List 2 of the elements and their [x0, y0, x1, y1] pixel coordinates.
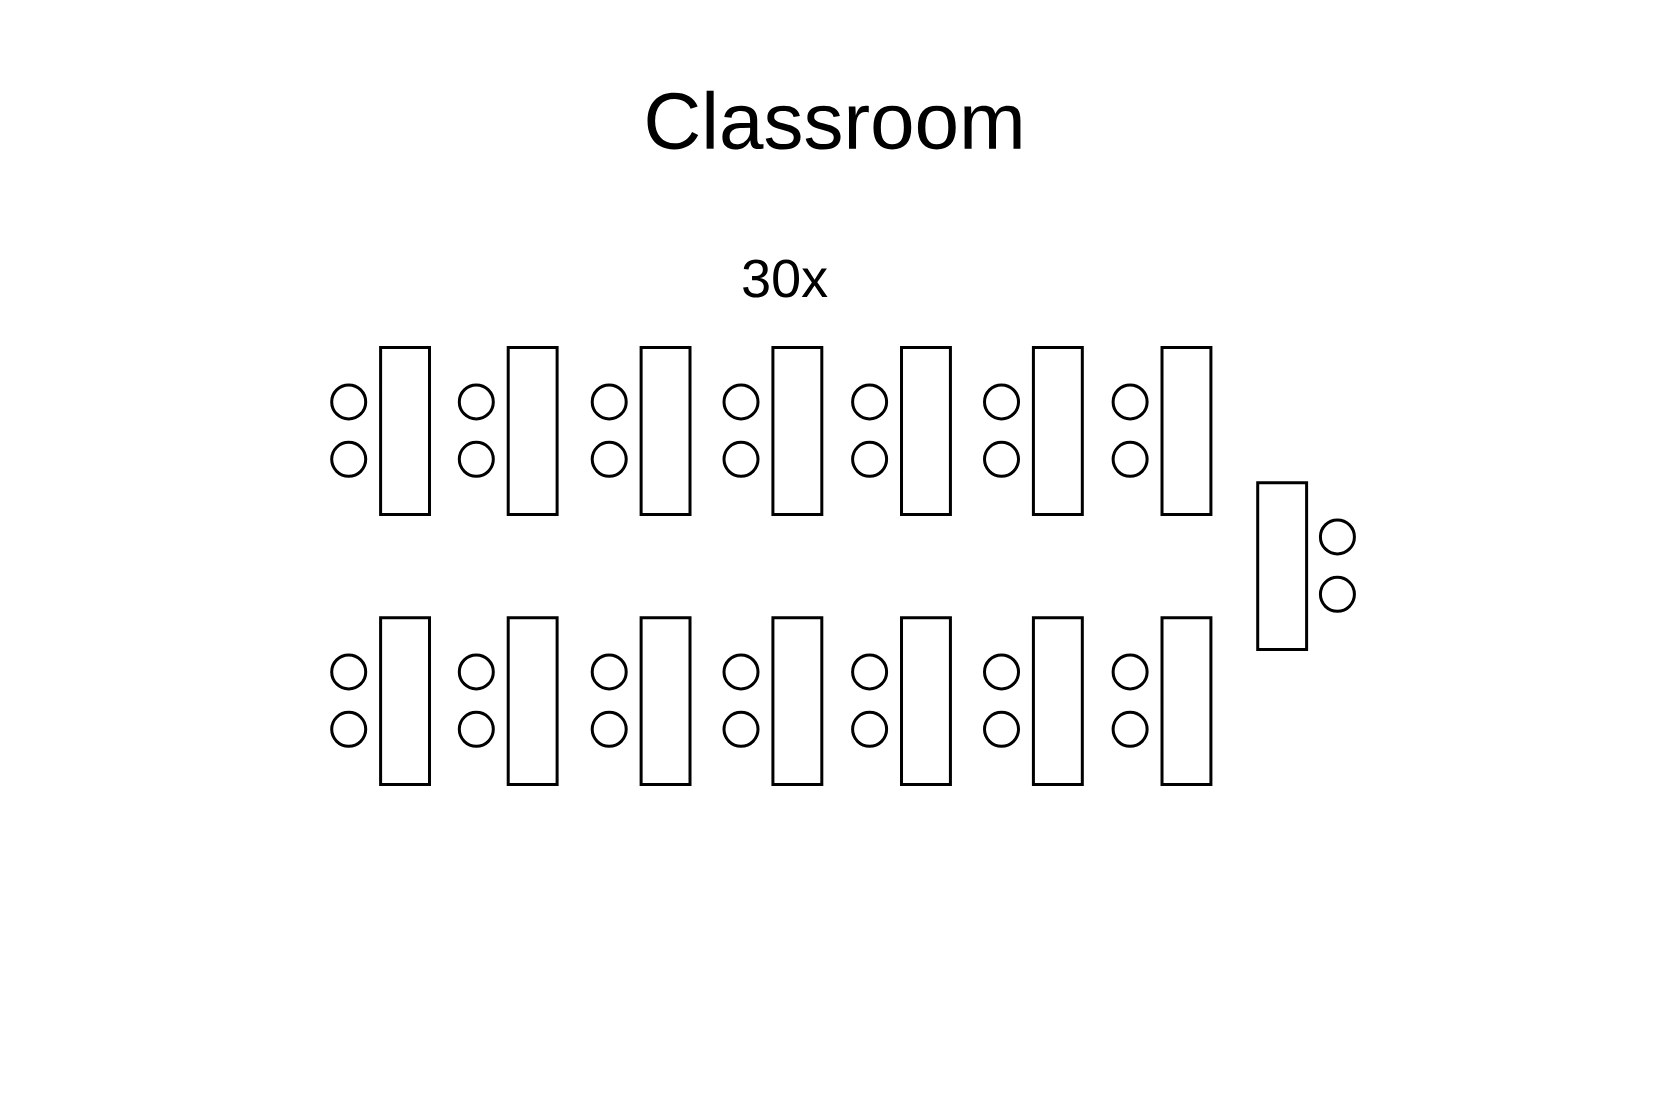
title: Classroom	[647, 90, 1021, 150]
count-label: 30x	[743, 259, 828, 298]
